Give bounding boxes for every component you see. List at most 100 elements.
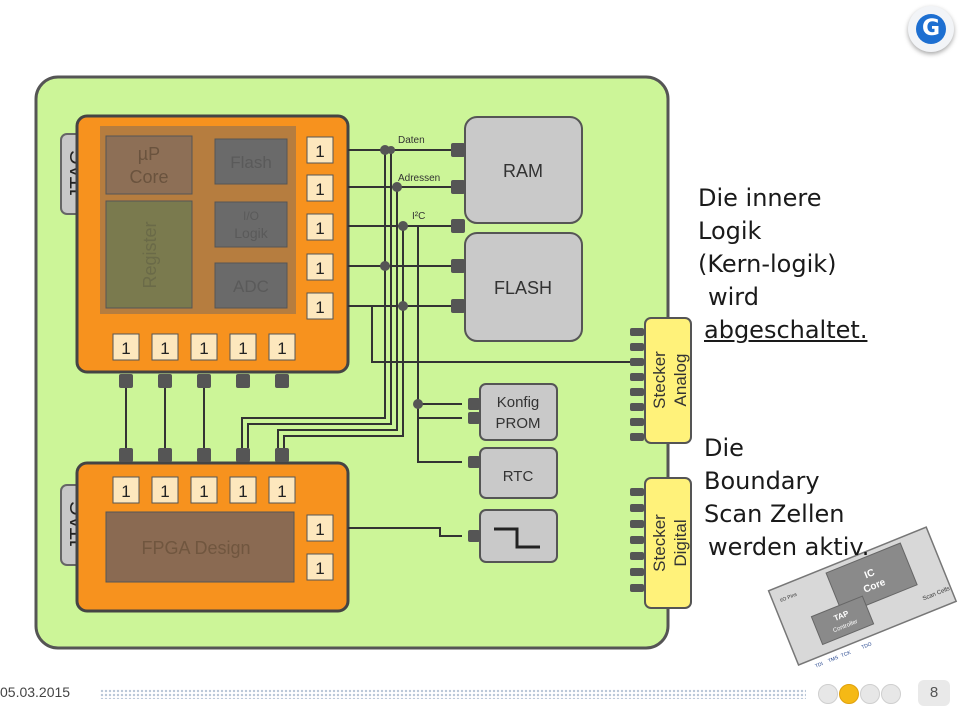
note-inner-logic: Die innere Logik (Kern-logik) wird abges… — [698, 182, 867, 347]
fpga-pin-3 — [197, 448, 211, 462]
analog-pin-6 — [630, 403, 644, 411]
cpu-scan-cell-bottom-3: 1 — [199, 339, 208, 358]
inset-pin-tdi: TDI — [814, 661, 824, 670]
konfig-prom-chip — [479, 383, 558, 441]
cpu-scan-cell-bottom-2-box — [151, 333, 179, 361]
fpga-scan-cell-right-2: 1 — [315, 559, 324, 578]
fpga-scan-cell-top-5-box — [268, 476, 296, 504]
fpga-design-label: FPGA Design — [141, 538, 250, 558]
progress-dot-1 — [818, 684, 838, 704]
io-logik-block — [214, 201, 288, 248]
memory-pins — [451, 143, 480, 542]
cpu-scan-cell-right-2-box — [306, 174, 334, 202]
note-boundary-scan: Die Boundary Scan Zellen werden aktiv. — [704, 432, 869, 564]
fpga-pin-4 — [236, 448, 250, 462]
fpga-scan-cell-top-2-box — [151, 476, 179, 504]
fpga-scan-cell-top-4-box — [229, 476, 257, 504]
cpu-chip: µP Core Register Flash I/O Logik ADC 111… — [75, 114, 350, 374]
digital-pin-6 — [630, 568, 644, 576]
stecker-digital-line2: Digital — [671, 519, 690, 566]
inset-pin-tms: TMS — [827, 655, 840, 665]
digital-pin-3 — [630, 520, 644, 528]
ram-chip — [464, 116, 583, 224]
company-logo: G — [908, 6, 954, 52]
digital-pin-2 — [630, 504, 644, 512]
fpga-scan-cell-right-2-box — [306, 553, 334, 581]
note2-line2: Boundary — [704, 467, 820, 495]
progress-dot-2 — [839, 684, 859, 704]
adc-block — [214, 262, 288, 309]
flash-chip — [464, 232, 583, 342]
fpga-pin-1 — [119, 448, 133, 462]
fpga-pin-2 — [158, 448, 172, 462]
note2-line1: Die — [704, 434, 744, 462]
analog-pin-8 — [630, 433, 644, 441]
register-block — [105, 200, 193, 309]
note1-line4: wird — [708, 283, 759, 311]
note1-line3: (Kern-logik) — [698, 250, 837, 278]
digital-pin-1 — [630, 488, 644, 496]
cpu-scan-cell-right-1: 1 — [315, 142, 324, 161]
note1-line5: abgeschaltet. — [704, 316, 868, 344]
note1-line2: Logik — [698, 217, 762, 245]
cpu-scan-cell-bottom-3-box — [190, 333, 218, 361]
cpu-fpga-links — [125, 388, 205, 448]
inset-pin-tck: TCK — [840, 650, 852, 660]
progress-dot-3 — [860, 684, 880, 704]
analog-pin-7 — [630, 418, 644, 426]
bus-label-adressen: Adressen — [398, 173, 440, 184]
cpu-pin-4 — [236, 374, 250, 388]
cpu-scan-cell-bottom-1: 1 — [121, 339, 130, 358]
cpu-scan-cell-right-1-box — [306, 136, 334, 164]
fpga-design-block — [105, 511, 295, 583]
fpga-scan-cell-right-1: 1 — [315, 520, 324, 539]
stecker-digital: Stecker Digital — [644, 477, 692, 609]
footer-dot-pattern — [100, 689, 806, 699]
bus-wires — [241, 149, 640, 537]
fpga-scan-cell-top-3: 1 — [199, 482, 208, 501]
digital-pin-4 — [630, 536, 644, 544]
cpu-scan-cell-bottom-1-box — [112, 333, 140, 361]
up-core-line1: µP — [138, 144, 160, 164]
io-line2: Logik — [234, 225, 268, 241]
cpu-flash-block — [214, 138, 288, 185]
cpu-scan-cell-right-4: 1 — [315, 259, 324, 278]
cpu-pin-2 — [158, 374, 172, 388]
rtc-label: RTC — [503, 468, 534, 485]
adc-label: ADC — [233, 277, 269, 296]
ram-label: RAM — [503, 161, 543, 181]
konfig-line2: PROM — [496, 415, 541, 432]
cpu-scan-cell-right-4-box — [306, 253, 334, 281]
konfig-line1: Konfig — [497, 394, 540, 411]
cpu-scan-cell-bottom-4-box — [229, 333, 257, 361]
ic-inset-illustration: IC Core TAP Controller I/O Pins Scan Cel… — [767, 526, 958, 670]
cpu-scan-cell-right-2: 1 — [315, 180, 324, 199]
cpu-scan-cell-bottom-2: 1 — [160, 339, 169, 358]
register-label: Register — [140, 221, 160, 288]
cpu-scan-cell-right-5: 1 — [315, 298, 324, 317]
cpu-scan-cell-right-3: 1 — [315, 219, 324, 238]
fpga-scan-cell-top-4: 1 — [238, 482, 247, 501]
fpga-scan-cell-right-1-box — [306, 514, 334, 542]
fpga-scan-cell-top-5: 1 — [277, 482, 286, 501]
fpga-chip: FPGA Design 1 1 1 1 1 1 1 — [75, 461, 350, 613]
fpga-scan-cell-top-1-box — [112, 476, 140, 504]
note1-line1: Die innere — [698, 184, 822, 212]
digital-pin-7 — [630, 584, 644, 592]
stecker-analog-line2: Analog — [671, 354, 690, 407]
analog-pin-3 — [630, 358, 644, 366]
fpga-scan-cell-top-1: 1 — [121, 482, 130, 501]
analog-pin-2 — [630, 343, 644, 351]
cpu-bottom-pins — [119, 374, 289, 388]
stecker-digital-line1: Stecker — [650, 514, 669, 572]
stecker-pins — [630, 328, 644, 592]
bus-label-daten: Daten — [398, 135, 425, 146]
progress-dot-4 — [881, 684, 901, 704]
io-line1: I/O — [243, 209, 259, 223]
rtc-chip — [479, 447, 558, 499]
fpga-scan-cell-top-2: 1 — [160, 482, 169, 501]
stecker-analog-line1: Stecker — [650, 351, 669, 409]
cpu-pin-1 — [119, 374, 133, 388]
bus-junctions — [380, 145, 423, 409]
